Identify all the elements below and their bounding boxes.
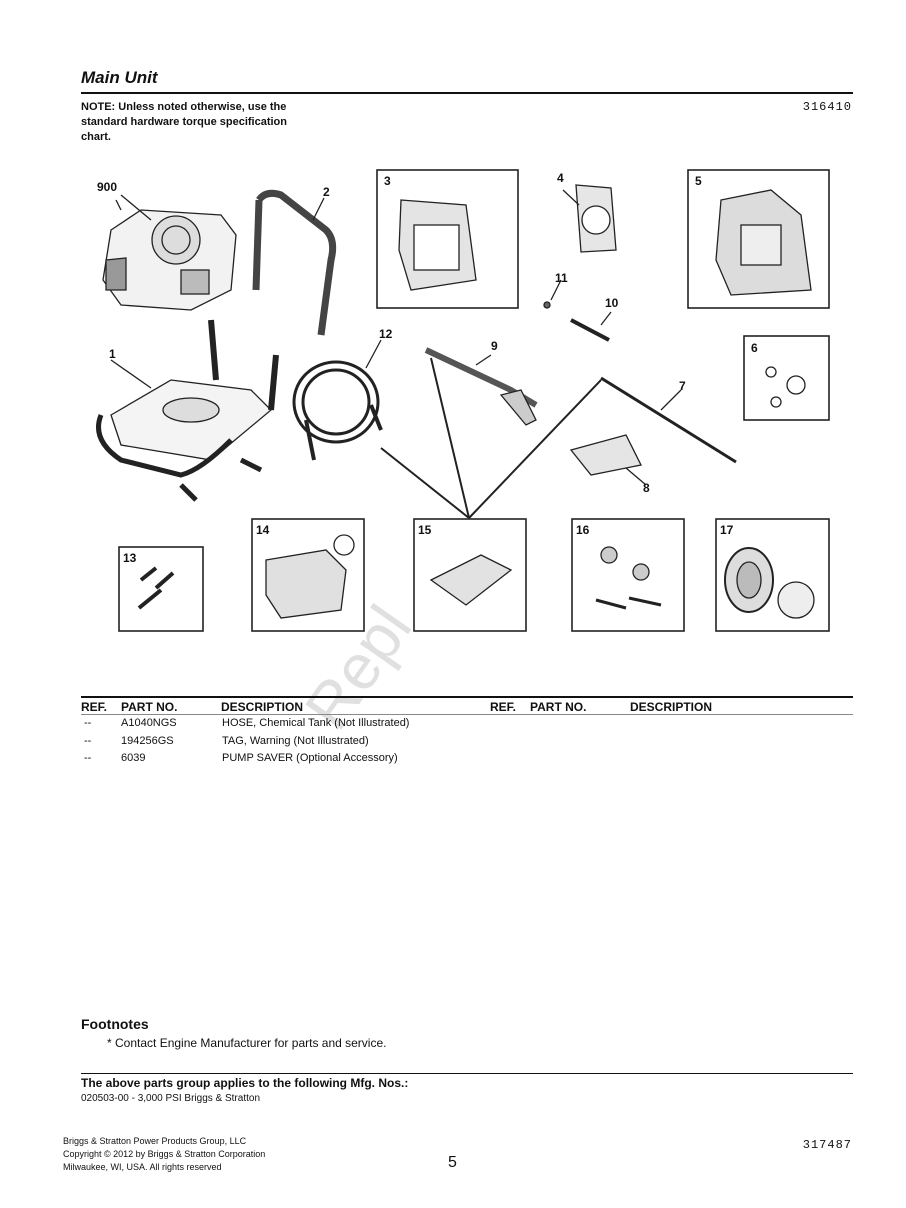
row2-part: 194256GS <box>121 735 174 747</box>
row3-ref: -- <box>84 752 92 764</box>
footer-copyright: Briggs & Stratton Power Products Group, … <box>63 1135 265 1174</box>
label-frame: 1 <box>109 347 116 361</box>
mfg-number: 020503-00 - 3,000 PSI Briggs & Stratton <box>81 1093 260 1104</box>
label-engine: 900 <box>97 180 117 194</box>
footnotes-title: Footnotes <box>81 1016 149 1032</box>
label-lance: 7 <box>679 379 686 393</box>
row1-part: A1040NGS <box>121 717 177 729</box>
row3-desc: PUMP SAVER (Optional Accessory) <box>222 752 398 764</box>
label-part4: 4 <box>557 171 564 185</box>
label-handle: 2 <box>323 185 330 199</box>
applies-rule <box>81 1073 853 1074</box>
label-box16: 16 <box>576 523 590 537</box>
table-header-rule <box>81 714 853 715</box>
footer-line1: Briggs & Stratton Power Products Group, … <box>63 1136 247 1146</box>
header-ref-right: REF. <box>490 700 517 714</box>
table-top-rule <box>81 696 853 698</box>
label-box15: 15 <box>418 523 432 537</box>
header-description-left: DESCRIPTION <box>221 700 304 714</box>
label-box14: 14 <box>256 523 270 537</box>
label-box6: 6 <box>751 341 758 355</box>
row3-part: 6039 <box>121 752 146 764</box>
frame-drawing <box>96 319 279 502</box>
footer-line3: Milwaukee, WI, USA. All rights reserved <box>63 1162 222 1172</box>
header-description-right: DESCRIPTION <box>630 700 713 714</box>
row1-ref: -- <box>84 717 92 729</box>
doc-number-top: 316410 <box>802 100 852 114</box>
row2-ref: -- <box>84 735 92 747</box>
header-partno-left: PART NO. <box>121 700 178 714</box>
label-box13: 13 <box>123 551 137 565</box>
footer-line2: Copyright © 2012 by Briggs & Stratton Co… <box>63 1149 266 1159</box>
header-partno-right: PART NO. <box>530 700 587 714</box>
engine-drawing <box>102 199 237 311</box>
footnote-item: * Contact Engine Manufacturer for parts … <box>107 1036 387 1050</box>
title-divider <box>81 92 853 94</box>
label-hose: 12 <box>379 327 393 341</box>
label-gun: 9 <box>491 339 498 353</box>
label-box5: 5 <box>695 174 702 188</box>
torque-note: NOTE: Unless noted otherwise, use the st… <box>81 101 287 143</box>
row1-desc: HOSE, Chemical Tank (Not Illustrated) <box>222 717 410 729</box>
label-box17: 17 <box>720 523 734 537</box>
applies-title: The above parts group applies to the fol… <box>81 1076 409 1090</box>
parts-diagram: 900 1 2 3 4 5 6 7 8 9 10 11 12 13 14 15 … <box>96 169 830 632</box>
label-part11: 11 <box>555 271 568 285</box>
row2-desc: TAG, Warning (Not Illustrated) <box>222 735 369 747</box>
label-box3: 3 <box>384 174 391 188</box>
label-part8: 8 <box>643 481 650 495</box>
header-ref-left: REF. <box>81 700 108 714</box>
doc-number-bottom: 317487 <box>802 1138 852 1152</box>
label-part10: 10 <box>605 296 619 310</box>
section-title: Main Unit <box>81 68 158 87</box>
page-number: 5 <box>448 1154 457 1171</box>
